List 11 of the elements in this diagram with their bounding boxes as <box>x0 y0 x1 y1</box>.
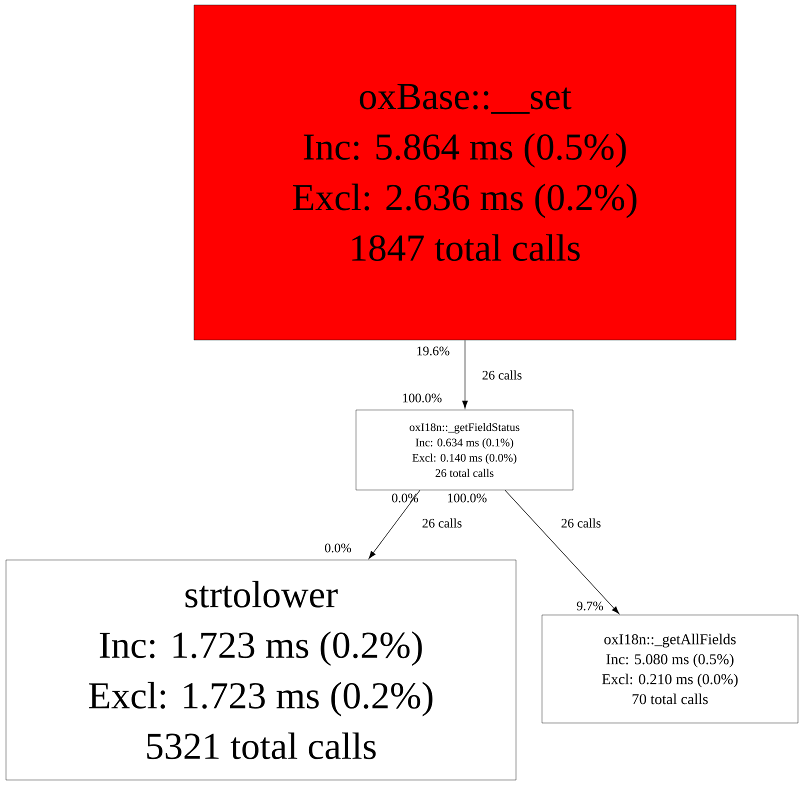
call-box: strtolower Inc: 1.723 ms (0.2%) Excl: 1.723 ms (0.2%) 5321 total calls <box>6 560 516 780</box>
edge-label: 26 calls <box>560 517 602 529</box>
call-box: oxI18n::_getAllFields Inc: 5.080 ms (0.5%) Excl: 0.210 ms (0.0%) 70 total calls <box>542 614 798 724</box>
call-box: oxBase::__set Inc: 5.864 ms (0.5%) Excl: 2.636 ms (0.2%) 1847 total calls <box>194 4 736 340</box>
call-box: oxI18n::_getFieldStatus Inc: 0.634 ms (0.1%) Excl: 0.140 ms (0.0%) 26 total calls <box>356 410 574 490</box>
edge-label: 26 calls <box>480 369 524 381</box>
edge-label: 26 calls <box>420 517 464 529</box>
arrow <box>462 340 468 409</box>
arrow <box>368 490 420 559</box>
percent-label: 9.7% <box>576 602 604 610</box>
arrow <box>504 490 620 614</box>
